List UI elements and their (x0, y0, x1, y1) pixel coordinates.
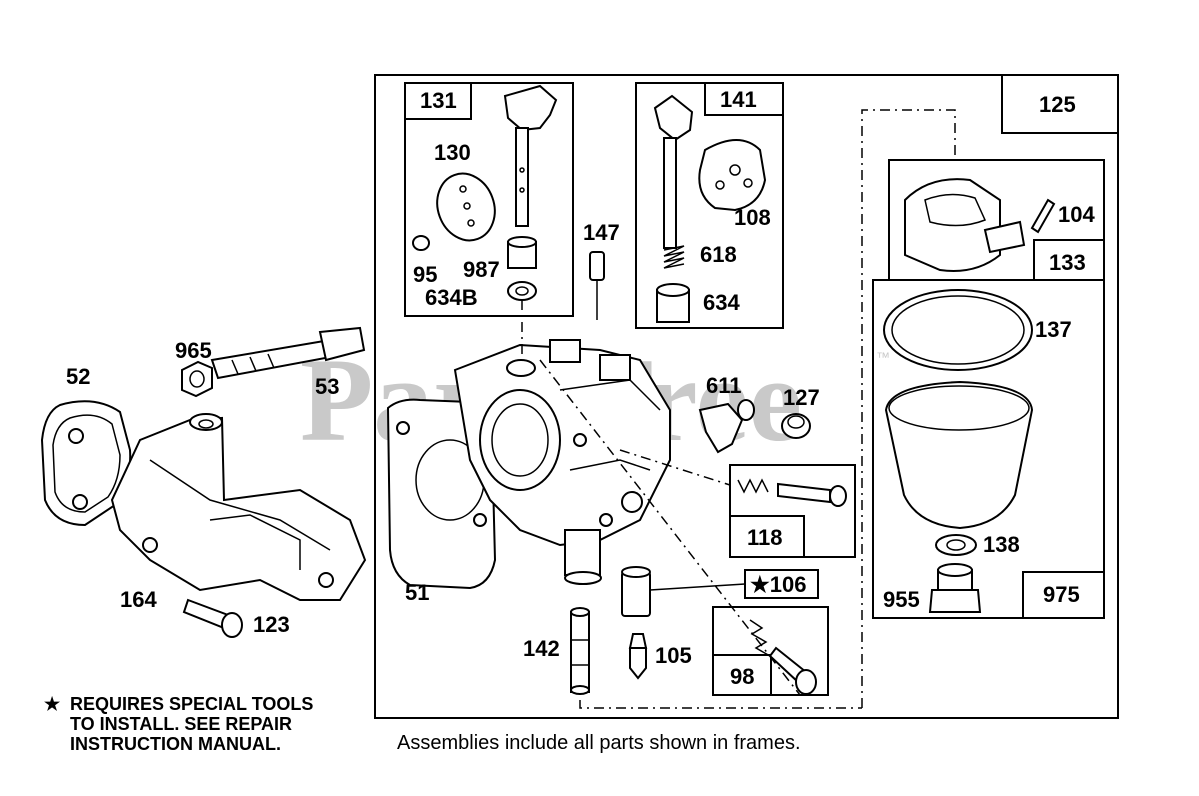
needle-seat-106[interactable] (621, 566, 651, 617)
frame-141-label-box (704, 82, 784, 116)
label-137: 137 (1035, 317, 1072, 342)
assembly-125-line (861, 109, 956, 708)
float-needle-105[interactable] (628, 633, 648, 680)
note-line-2: TO INSTALL. SEE REPAIR (70, 714, 293, 734)
note-line-1: REQUIRES SPECIAL TOOLS (70, 694, 314, 714)
label-130: 130 (434, 140, 471, 165)
leader-118 (619, 449, 731, 486)
screw-123[interactable] (182, 598, 243, 638)
throttle-plate-130[interactable] (428, 165, 504, 248)
frame-975-label-box (1022, 571, 1105, 619)
float-bowl[interactable] (884, 380, 1034, 530)
washer-138[interactable] (935, 534, 977, 556)
label-98: 98 (730, 664, 754, 689)
leader-98 (539, 359, 801, 696)
seal-634B[interactable] (507, 281, 537, 301)
choke-shaft[interactable] (653, 94, 694, 249)
frame-131 (404, 82, 574, 317)
elbow-fitting-611[interactable] (698, 399, 755, 454)
label-164: 164 (120, 587, 157, 612)
screw-147[interactable] (589, 251, 605, 300)
frame-98-label-box (712, 654, 772, 696)
gasket-137[interactable] (883, 289, 1033, 371)
label-955: 955 (883, 587, 920, 612)
special-tools-note: ★ REQUIRES SPECIAL TOOLS TO INSTALL. SEE… (44, 694, 313, 754)
star-icon: ★ (44, 694, 61, 714)
bowl-nut-955[interactable] (928, 563, 982, 613)
mixture-screw-98[interactable] (749, 619, 817, 695)
float-133[interactable] (904, 178, 1026, 272)
label-105: 105 (655, 643, 692, 668)
nut-965[interactable] (181, 360, 213, 398)
bushing-987[interactable] (507, 236, 537, 269)
leader-142 (579, 700, 862, 709)
gasket-52[interactable] (40, 400, 132, 527)
label-104: 104 (1058, 202, 1095, 227)
frame-118-label-box (729, 515, 805, 558)
intake-elbow-164[interactable] (110, 413, 367, 601)
frame-975 (872, 279, 1105, 619)
label-618: 618 (700, 242, 737, 267)
label-142: 142 (523, 636, 560, 661)
stud-53[interactable] (210, 326, 366, 380)
label-987: 987 (463, 257, 500, 282)
cap-127[interactable] (781, 413, 811, 439)
carburetor-body[interactable] (453, 339, 671, 585)
label-127: 127 (783, 385, 820, 410)
label-52: 52 (66, 364, 90, 389)
label-634B: 634B (425, 285, 478, 310)
choke-plate-108[interactable] (698, 139, 767, 212)
label-611: 611 (706, 373, 742, 398)
pin-104[interactable] (1030, 198, 1056, 234)
note-line-3: INSTRUCTION MANUAL. (70, 734, 281, 754)
label-138: 138 (983, 532, 1020, 557)
spring-618[interactable] (663, 245, 685, 269)
label-965: 965 (175, 338, 212, 363)
screw-95[interactable] (412, 235, 430, 251)
label-95: 95 (413, 262, 437, 287)
assemblies-caption: Assemblies include all parts shown in fr… (397, 732, 801, 754)
idle-mixture-screw[interactable] (737, 478, 847, 507)
main-assembly-frame (374, 74, 1119, 719)
label-133: 133 (1049, 250, 1086, 275)
label-108: 108 (734, 205, 771, 230)
label-125: 125 (1039, 92, 1076, 117)
label-975: 975 (1043, 582, 1080, 607)
trademark-symbol: ™ (876, 349, 890, 365)
frame-133-label-box (1033, 239, 1105, 281)
label-118: 118 (747, 525, 783, 550)
label-106: ★106 (750, 572, 806, 597)
label-147: 147 (583, 220, 620, 245)
label-141: 141 (720, 87, 757, 112)
emulsion-tube-142[interactable] (570, 607, 590, 695)
leader-106 (649, 583, 746, 591)
throttle-shaft[interactable] (503, 84, 558, 227)
label-123: 123 (253, 612, 290, 637)
frame-131-label-box (404, 82, 472, 120)
label-131: 131 (420, 88, 457, 113)
frame-125-label-box (1001, 74, 1119, 134)
label-53: 53 (315, 374, 339, 399)
label-634: 634 (703, 290, 740, 315)
label-51: 51 (405, 580, 429, 605)
bushing-634[interactable] (656, 283, 690, 323)
